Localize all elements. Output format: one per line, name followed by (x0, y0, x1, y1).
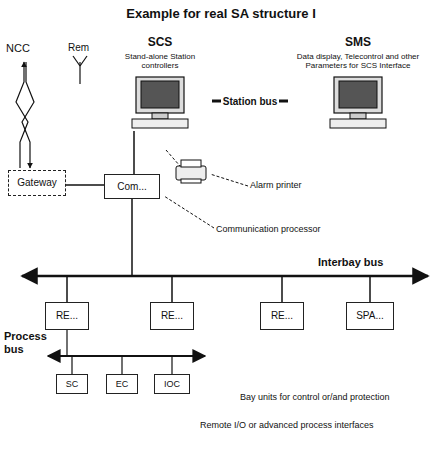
workstation: SCS Stand-alone Station controllers (108, 36, 212, 131)
bus-drop (67, 199, 370, 302)
text-column: Gateway (17, 177, 56, 189)
node-label: RE... (56, 310, 78, 322)
antenna-symbol (73, 56, 87, 84)
process-box: IOC (154, 374, 190, 394)
node-heading: SMS (288, 36, 428, 50)
node-description: Stand-alone Station controllers (108, 52, 212, 70)
bus-name: Interbay bus (318, 256, 383, 269)
leader-line (164, 174, 248, 228)
note-text: Bay units for control or/and protection (240, 392, 390, 403)
text-column: SPA... (356, 310, 384, 322)
text-column: EC (116, 379, 129, 389)
printer-icon (166, 150, 206, 183)
text-column: IOC (164, 379, 180, 389)
callout-text: Alarm printer (250, 180, 302, 191)
protection-box: SPA... (346, 302, 394, 330)
node-label: Gateway (17, 177, 56, 189)
connector (66, 184, 104, 186)
bay-unit-box: RE... (260, 302, 304, 330)
node-label: IOC (164, 379, 180, 389)
workstation: SMS Data display, Telecontrol and other P… (288, 36, 428, 131)
text-column: SC (66, 379, 79, 389)
bay-unit-box: RE... (150, 302, 194, 330)
interbay-bus (22, 275, 428, 278)
edge-label: Station bus (221, 96, 279, 107)
callout-text: Communication processor (216, 224, 321, 235)
node-description: Data display, Telecontrol and other Para… (288, 52, 428, 70)
text-column: RE... (161, 310, 183, 322)
process-box: SC (56, 374, 88, 394)
note-text: Remote I/O or advanced process interface… (200, 420, 374, 431)
node-label: EC (116, 379, 129, 389)
bus-name: Process bus (4, 330, 48, 356)
process-drop (67, 330, 172, 374)
node-label: SPA... (356, 310, 384, 322)
system-name: NCC (6, 42, 30, 55)
process-box: EC (106, 374, 138, 394)
system-name: Rem (68, 42, 89, 54)
node-heading: SCS (108, 36, 212, 50)
text-column: SCS Stand-alone Station controllers (108, 36, 212, 70)
connector (133, 131, 135, 174)
diagram-title: Example for real SA structure I (0, 6, 442, 22)
node-label: Com... (117, 181, 146, 193)
text-column: Com... (117, 181, 146, 193)
node-label: SC (66, 379, 79, 389)
monitor-icon (288, 75, 428, 131)
gateway-box: Gateway (8, 170, 66, 196)
telecontrol-link (16, 62, 34, 168)
node-label: RE... (271, 310, 293, 322)
text-column: RE... (271, 310, 293, 322)
bay-unit-box: RE... (45, 302, 89, 330)
text-column: RE... (56, 310, 78, 322)
node-label: RE... (161, 310, 183, 322)
text-column: SMS Data display, Telecontrol and other P… (288, 36, 428, 70)
monitor-icon (108, 75, 212, 131)
processor-box: Com... (104, 174, 160, 199)
